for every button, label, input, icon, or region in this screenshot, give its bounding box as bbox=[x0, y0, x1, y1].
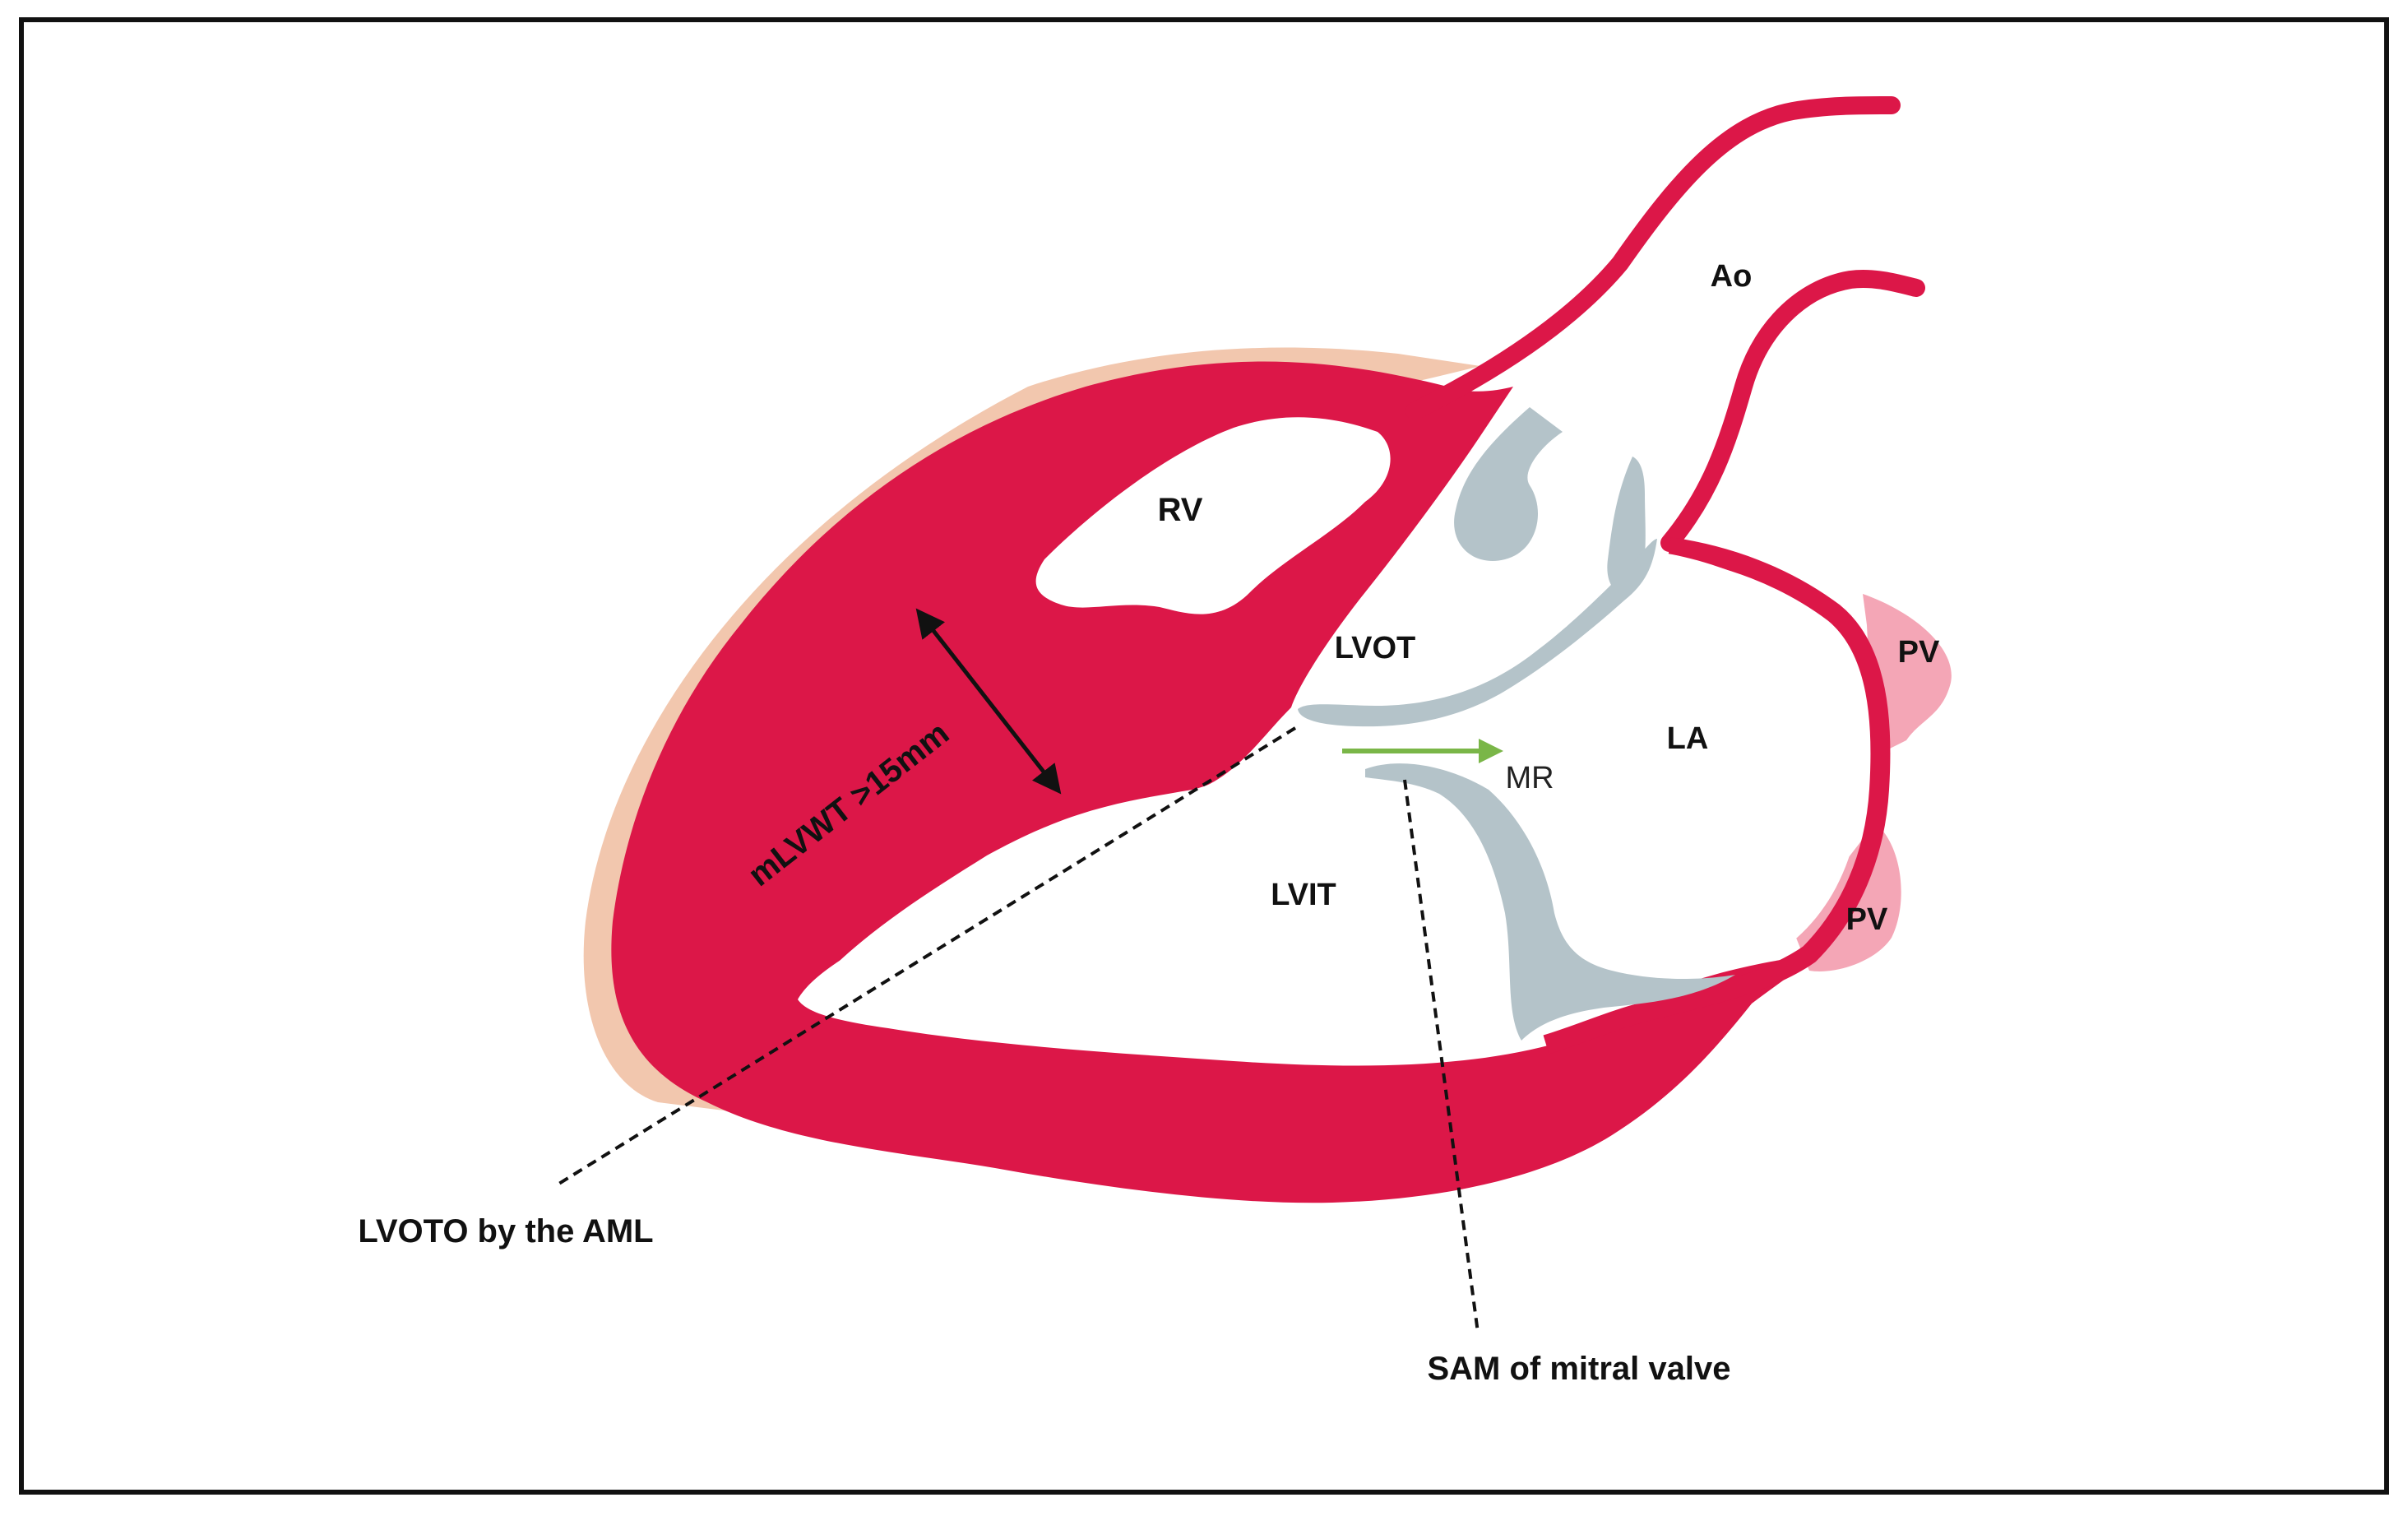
right-ventricle-cavity bbox=[1035, 417, 1391, 614]
sam-leader-line bbox=[1403, 779, 1480, 1333]
aortic-valve-leaflets bbox=[1454, 407, 1563, 561]
anterior-mitral-leaflet bbox=[1298, 539, 1657, 727]
label-pulmonary-vein-upper: PV bbox=[1898, 635, 1940, 670]
wall-thickness-arrow bbox=[915, 608, 1062, 795]
aorta-wall-lower bbox=[1660, 270, 1925, 552]
left-atrium-wall bbox=[1543, 537, 1891, 1055]
posterior-mitral-leaflet bbox=[1365, 763, 1735, 1041]
label-mitral-regurgitation: MR bbox=[1505, 761, 1554, 795]
label-lvot: LVOT bbox=[1335, 631, 1416, 665]
lvoto-leader-line bbox=[556, 726, 1297, 1186]
label-pulmonary-vein-lower: PV bbox=[1846, 902, 1888, 937]
left-ventricle-cavity bbox=[802, 140, 1867, 1059]
label-left-atrium: LA bbox=[1667, 721, 1709, 756]
label-aorta: Ao bbox=[1711, 259, 1753, 294]
label-lvoto: LVOTO by the AML bbox=[358, 1213, 653, 1249]
label-sam: SAM of mitral valve bbox=[1427, 1351, 1730, 1387]
aorta-wall-upper bbox=[1405, 96, 1901, 420]
label-right-ventricle: RV bbox=[1158, 492, 1203, 528]
label-lvit: LVIT bbox=[1271, 878, 1336, 912]
ventricular-myocardium bbox=[611, 361, 1818, 1203]
pericardium-layer bbox=[583, 347, 1480, 1120]
